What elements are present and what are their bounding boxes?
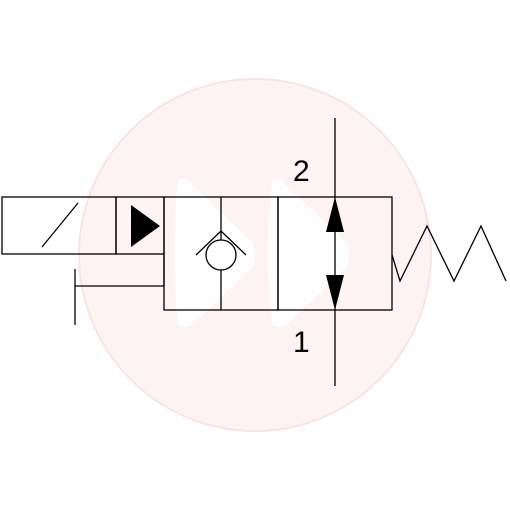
watermark-logo [78,78,432,432]
spring-icon [391,224,507,283]
pilot-triangle-icon [131,205,160,247]
port-label-top: 2 [293,155,310,188]
port-label-bottom: 1 [293,326,310,359]
check-valve-icon [195,197,247,310]
flow-arrow-icon [326,118,344,386]
